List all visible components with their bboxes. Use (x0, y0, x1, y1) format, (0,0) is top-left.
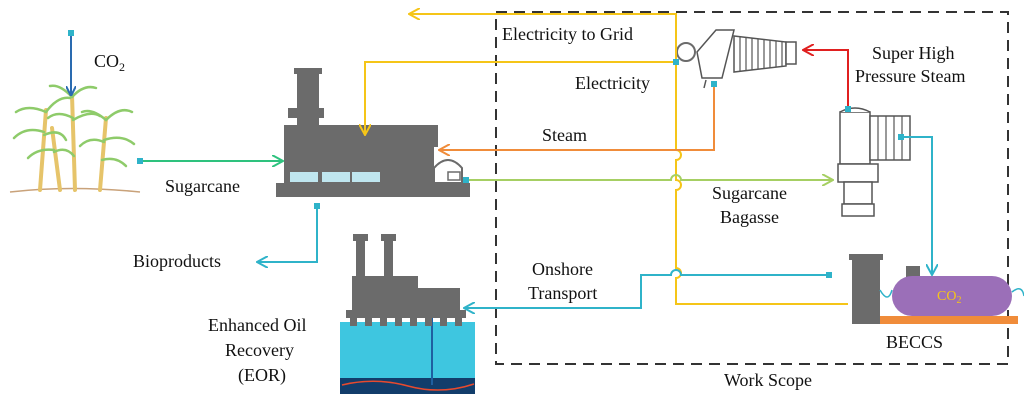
beccs-unit-icon (849, 254, 1024, 324)
eor-facility-icon (340, 234, 475, 394)
electricity-to-grid-label: Electricity to Grid (502, 24, 633, 44)
bioproducts-flow-arrow (258, 209, 318, 262)
eor-label-line2: Recovery (225, 340, 294, 360)
turbine-electric-node (673, 59, 679, 65)
onshore-transport-arrow (465, 269, 826, 308)
super-high-pressure-label-line1: Super High (872, 43, 955, 63)
boiler-co2-node (898, 134, 904, 140)
electricity-grid-riser (669, 13, 677, 59)
co2-label: CO2 (94, 51, 125, 74)
eor-label-line1: Enhanced Oil (208, 315, 306, 335)
bagasse-flow-arrow (469, 175, 832, 180)
steam-flow-arrow (440, 87, 715, 150)
sugarcane-label: Sugarcane (165, 176, 240, 196)
mill-bagasse-node (463, 177, 469, 183)
beccs-transport-node (826, 272, 832, 278)
turbine-steam-node (711, 81, 717, 87)
bioproducts-label: Bioproducts (133, 251, 221, 271)
work-scope-label: Work Scope (724, 370, 812, 390)
turbine-generator-icon (676, 29, 797, 89)
super-high-pressure-steam-arrow (804, 50, 849, 106)
sugar-mill-icon (276, 68, 470, 197)
tank-co2-label: CO2 (937, 289, 961, 306)
onshore-transport-label-line1: Onshore (532, 259, 593, 279)
co2-source-node (68, 30, 74, 36)
eor-label-line3: (EOR) (238, 365, 286, 386)
beccs-label: BECCS (886, 332, 943, 352)
boiler-steam-node (845, 106, 851, 112)
bagasse-label-line1: Sugarcane (712, 183, 787, 203)
super-high-pressure-label-line2: Pressure Steam (855, 66, 965, 86)
boiler-icon (837, 107, 911, 217)
mill-bottom-node (314, 203, 320, 209)
work-scope-boundary (495, 11, 1009, 365)
sugarcane-plants-icon (9, 84, 141, 193)
steam-label: Steam (542, 125, 587, 145)
electricity-to-mill-arrow (365, 61, 673, 134)
flue-co2-flow-arrow (904, 136, 932, 274)
sugarcane-node (137, 158, 143, 164)
electricity-label: Electricity (575, 73, 650, 93)
onshore-transport-label-line2: Transport (528, 283, 597, 303)
bagasse-label-line2: Bagasse (720, 207, 779, 227)
